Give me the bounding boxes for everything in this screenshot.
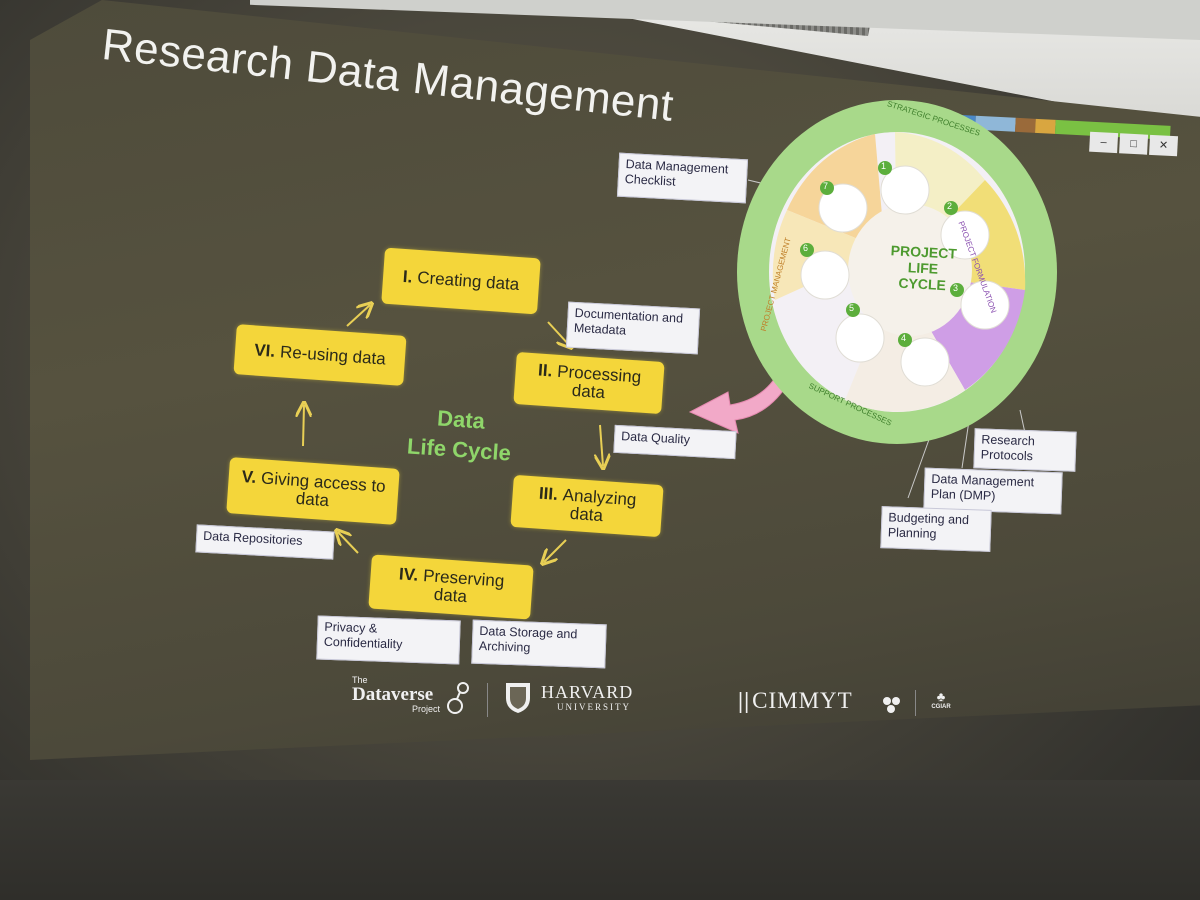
ring-label-strategic: STRATEGIC PROCESSES [885,99,982,138]
project-cycle-title-line2: LIFE CYCLE [898,259,947,294]
dataverse-logo-sub: Project [412,704,441,714]
dataverse-logo: The Dataverse Project [352,676,440,714]
ring-label-support: SUPPORT PROCESSES [807,381,894,428]
step-circle [960,280,1010,330]
cimmyt-mark-icon: || [738,688,751,713]
arrow-analyzing-to-preserving [544,539,567,562]
cgiar-logo: ♣ CGIAR [928,689,954,711]
arrow-processing-to-analyzing [600,424,603,466]
step-circle [940,210,990,260]
step-circle [900,337,950,387]
project-cycle-text: PROJECT LIFE CYCLE STRATEGIC PROCESSES P… [735,99,1065,450]
label-storage: Data Storage and Archiving [471,619,607,669]
label-privacy: Privacy & Confidentiality [316,615,461,665]
arrow-preserving-to-access [338,532,359,554]
cimmyt-leaf-icon [883,697,900,713]
dataverse-logo-small: The [352,675,368,685]
harvard-logo-text: HARVARD [541,682,634,702]
project-cycle-title: PROJECT LIFE CYCLE [882,242,964,294]
project-life-cycle-wheel [737,100,1057,444]
cgiar-logo-text: CGIAR [931,704,951,710]
harvard-logo-sub: UNIVERSITY [557,702,631,712]
step-number: 4 [901,333,907,343]
label-documentation: Documentation and Metadata [565,301,701,355]
dataverse-logo-text: Dataverse [352,684,434,705]
step-number: 5 [849,303,855,313]
room-floor-shadow [0,780,1200,900]
step-circle [818,183,868,233]
cgiar-mark-icon: ♣ [936,689,946,704]
step-badges [800,161,964,347]
arrow-reusing-to-creating [346,305,370,327]
cimmyt-logo: ||CIMMYT [738,688,853,714]
step-number: 6 [803,243,809,253]
step-circle [880,165,930,215]
arrow-access-to-reusing [303,405,304,447]
pink-link-arrow [688,377,791,434]
logo-divider [915,690,916,716]
step-circle [800,250,850,300]
logo-divider [487,683,488,717]
harvard-shield-icon [506,683,530,713]
step-number: 2 [947,201,953,211]
ring-label-management: PROJECT MANAGEMENT [759,236,793,333]
label-checklist: Data Management Checklist [616,152,749,204]
step-circle [835,313,885,363]
step-number: 7 [823,181,829,191]
cimmyt-logo-text: CIMMYT [752,688,853,713]
harvard-logo: HARVARD UNIVERSITY [541,682,634,713]
step-number: 1 [881,161,887,171]
step-number: 3 [953,283,959,293]
label-budgeting: Budgeting and Planning [880,506,992,552]
dataverse-mark-icon [447,682,469,714]
